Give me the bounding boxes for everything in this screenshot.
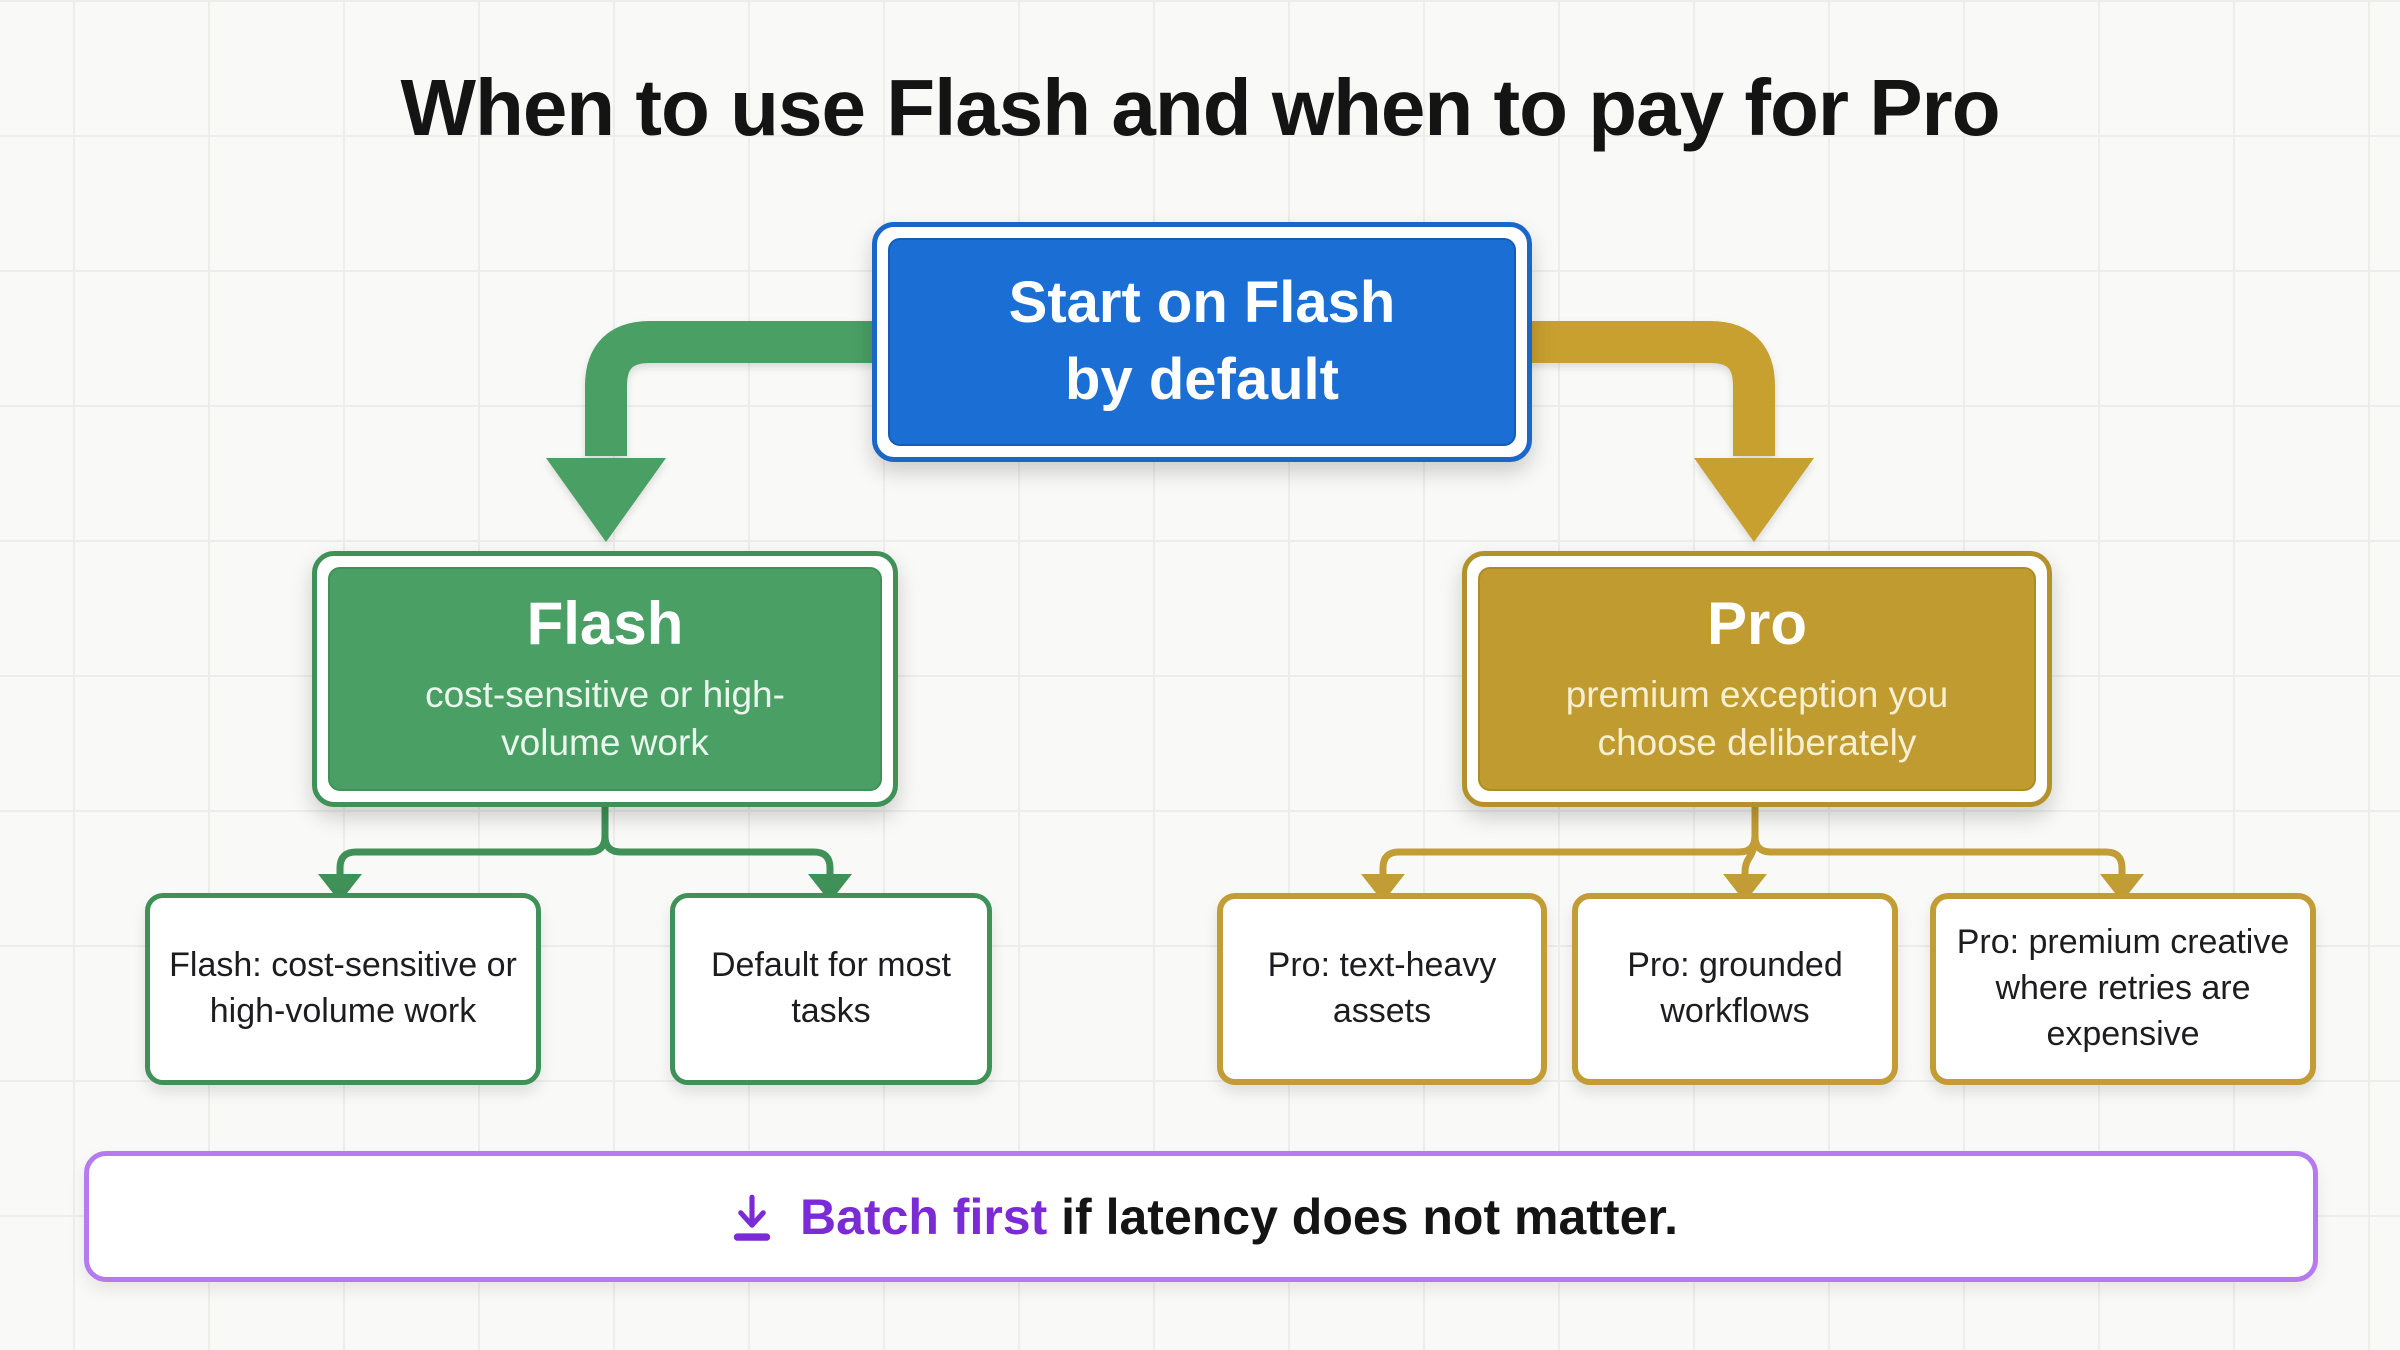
leaf-flash-cost-sensitive: Flash: cost-sensitive or high-volume wor… <box>145 893 541 1085</box>
pro-leaf-arrowheads <box>1361 874 2144 902</box>
pro-node-title: Pro <box>1706 589 1808 657</box>
leaf-pro-grounded-workflows: Pro: grounded workflows <box>1572 893 1898 1085</box>
footnote-highlight: Batch first <box>800 1188 1048 1245</box>
flash-node-title: Flash <box>526 589 684 657</box>
leaf-pro-text-heavy-assets: Pro: text-heavy assets <box>1217 893 1547 1085</box>
flash-branch-arrow <box>546 321 880 542</box>
pro-node-subtitle: premium exception you choose deliberatel… <box>1565 673 1949 763</box>
flash-leaf-arrowheads <box>318 874 852 902</box>
leaf-pro-premium-creative: Pro: premium creative where retries are … <box>1930 893 2316 1085</box>
footnote-bar: Batch first if latency does not matter. <box>84 1151 2318 1282</box>
leaf-default-for-most-tasks: Default for most tasks <box>670 893 992 1085</box>
root-node-line2: by default <box>1065 347 1339 412</box>
node-pro-body: Pro premium exception you choose deliber… <box>1478 567 2036 791</box>
footnote-text: Batch first if latency does not matter. <box>800 1188 1678 1246</box>
node-flash: Flash cost-sensitive or high-volume work <box>312 551 898 807</box>
page-title: When to use Flash and when to pay for Pr… <box>400 63 2000 152</box>
root-node-line1: Start on Flash <box>1008 270 1396 336</box>
footnote-rest: if latency does not matter. <box>1047 1188 1678 1245</box>
node-pro: Pro premium exception you choose deliber… <box>1462 551 2052 807</box>
node-flash-body: Flash cost-sensitive or high-volume work <box>328 567 882 791</box>
flash-leaf-connector <box>336 806 834 876</box>
pro-leaf-connector <box>1379 806 2126 876</box>
node-start-on-flash-body: Start on Flash by default <box>888 238 1516 446</box>
flash-node-subtitle: cost-sensitive or high-volume work <box>425 673 785 763</box>
download-icon <box>733 1194 771 1241</box>
pro-branch-arrow <box>1524 321 1814 542</box>
node-start-on-flash: Start on Flash by default <box>872 222 1532 462</box>
